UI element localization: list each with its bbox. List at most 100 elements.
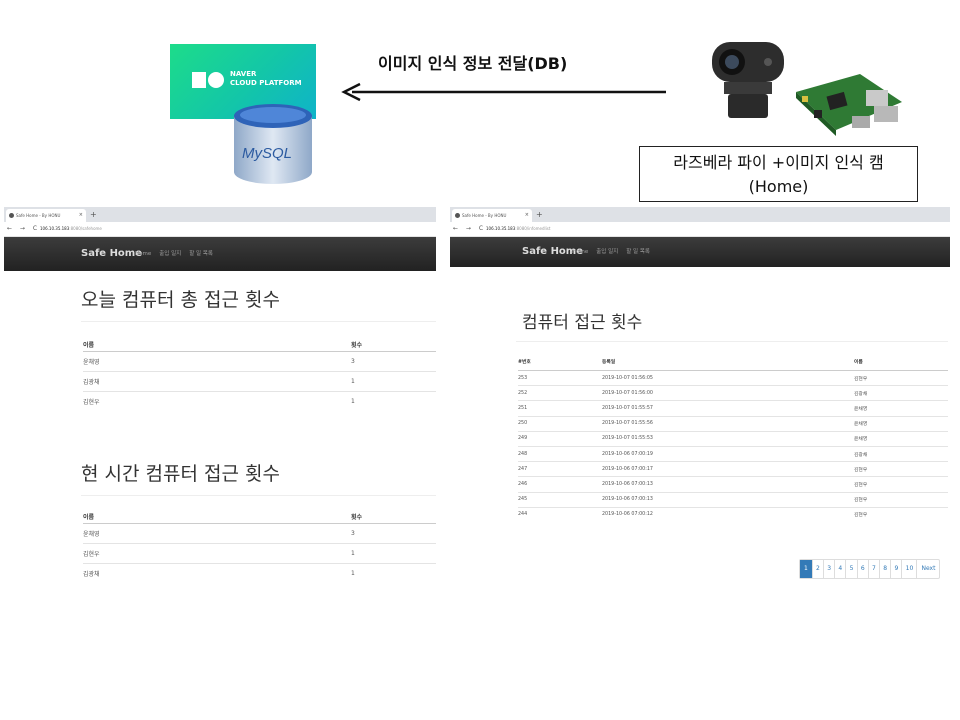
- tab-title: Safe Home - By HONU: [462, 213, 507, 218]
- cell-number: 246: [518, 476, 602, 492]
- pagination-page-7[interactable]: 7: [869, 560, 881, 578]
- cell-date: 2019-10-07 01:55:56: [602, 415, 854, 432]
- nav-links: Home 출입 일지 할 일 목록: [572, 237, 658, 267]
- cell-name: 김현우: [854, 506, 948, 522]
- cell-name: 김현우: [83, 391, 351, 411]
- cell-name: 윤채영: [83, 351, 351, 372]
- cell-name: 김현우: [854, 476, 948, 492]
- cell-number: 244: [518, 506, 602, 522]
- nav-todo[interactable]: 할 일 목록: [189, 251, 213, 257]
- cell-name: 김현우: [83, 543, 351, 564]
- right-browser-window: Safe Home - By HONU × + ← → C 106.10.35.…: [450, 207, 950, 587]
- arrow-left-icon: [341, 82, 666, 102]
- tab-bar: Safe Home - By HONU × +: [450, 207, 950, 222]
- url-text[interactable]: 106.10.35.183:8080/safehome: [40, 222, 102, 236]
- nav-buttons[interactable]: ← → C: [7, 225, 41, 232]
- cell-name: 김현우: [854, 369, 948, 386]
- pagination-page-10[interactable]: 10: [902, 560, 918, 578]
- nav-access-log[interactable]: 출입 일지: [159, 251, 182, 257]
- nav-home[interactable]: Home: [572, 249, 589, 255]
- pagination-page-6[interactable]: 6: [858, 560, 869, 578]
- device-label-line1: 라즈베라 파이 +이미지 인식 캠: [673, 153, 884, 172]
- col-count: 횟수: [351, 337, 436, 352]
- pagination-page-4[interactable]: 4: [835, 560, 847, 578]
- mysql-logo-text: MySQL: [242, 145, 292, 162]
- pagination-page-5[interactable]: 5: [846, 560, 858, 578]
- cell-name: 김광채: [854, 445, 948, 462]
- cell-date: 2019-10-06 07:00:17: [602, 461, 854, 477]
- pagination-page-3[interactable]: 3: [824, 560, 836, 578]
- browser-tab[interactable]: Safe Home - By HONU ×: [452, 209, 532, 222]
- cell-name: 김광채: [854, 385, 948, 401]
- tab-close-icon[interactable]: ×: [524, 212, 529, 218]
- nav-todo[interactable]: 할 일 목록: [626, 249, 650, 255]
- cell-count: 3: [351, 351, 436, 372]
- tab-close-icon[interactable]: ×: [78, 212, 83, 218]
- raspberry-pi-board-icon: [796, 74, 902, 136]
- cell-count: 1: [351, 563, 436, 583]
- cell-count: 3: [351, 523, 436, 544]
- cell-name: 윤채영: [854, 400, 948, 417]
- cell-number: 249: [518, 430, 602, 447]
- col-count: 횟수: [351, 509, 436, 524]
- tab-title: Safe Home - By HONU: [16, 213, 61, 218]
- new-tab-button[interactable]: +: [90, 210, 97, 219]
- new-tab-button[interactable]: +: [536, 210, 543, 219]
- pagination-next[interactable]: Next: [921, 565, 936, 572]
- device-label-line2: (Home): [748, 177, 809, 196]
- cell-date: 2019-10-06 07:00:13: [602, 491, 854, 508]
- cell-number: 247: [518, 461, 602, 477]
- url-text[interactable]: 106.10.35.183:8080/infomedlist: [486, 222, 550, 236]
- cell-date: 2019-10-06 07:00:19: [602, 445, 854, 462]
- cell-count: 1: [351, 543, 436, 564]
- tab-bar: Safe Home - By HONU × +: [4, 207, 436, 222]
- webcam-icon: [712, 42, 784, 118]
- url-host: 106.10.35.183: [486, 226, 516, 231]
- cell-date: 2019-10-07 01:56:05: [602, 369, 854, 386]
- col-name: 이름: [83, 509, 351, 524]
- cell-name: 윤채영: [854, 430, 948, 447]
- address-bar[interactable]: ← → C 106.10.35.183:8080/infomedlist: [450, 222, 950, 237]
- ncp-logo-mark-icon: [192, 72, 224, 88]
- nav-access-log[interactable]: 출입 일지: [596, 249, 619, 255]
- favicon-icon: [455, 213, 460, 218]
- cell-name: 김현우: [854, 491, 948, 508]
- pagination-page-9[interactable]: 9: [891, 560, 903, 578]
- cell-name: 윤채영: [83, 523, 351, 544]
- divider: [516, 341, 948, 342]
- nav-buttons[interactable]: ← → C: [453, 225, 487, 232]
- browser-tab[interactable]: Safe Home - By HONU ×: [6, 209, 86, 222]
- brand-link[interactable]: Safe Home: [522, 246, 584, 257]
- cell-date: 2019-10-06 07:00:12: [602, 506, 854, 522]
- cell-number: 252: [518, 385, 602, 401]
- cell-name: 윤채영: [854, 415, 948, 432]
- cell-date: 2019-10-07 01:55:57: [602, 400, 854, 417]
- pagination-page-8[interactable]: 8: [880, 560, 892, 578]
- nav-home[interactable]: Home: [135, 251, 152, 257]
- cell-count: 1: [351, 391, 436, 411]
- pagination-page-1[interactable]: 1: [800, 560, 813, 578]
- brand-link[interactable]: Safe Home: [81, 248, 143, 259]
- url-path: :8080/infomedlist: [515, 226, 551, 231]
- pagination-page-2[interactable]: 2: [813, 560, 825, 578]
- favicon-icon: [9, 213, 14, 218]
- address-bar[interactable]: ← → C 106.10.35.183:8080/safehome: [4, 222, 436, 237]
